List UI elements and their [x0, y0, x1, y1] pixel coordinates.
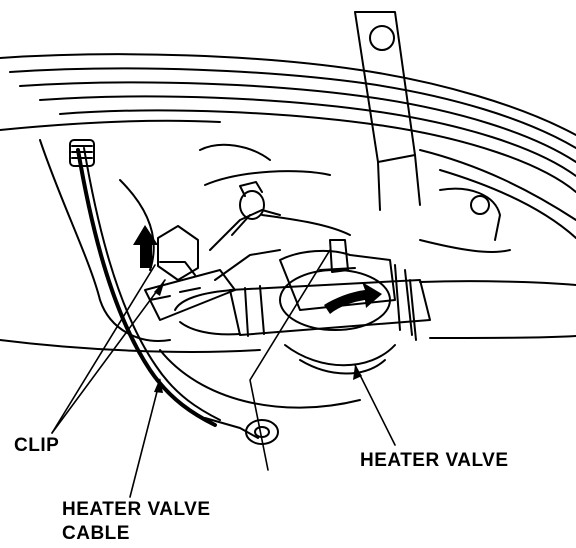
mounting-bracket [354, 11, 421, 211]
heater-valve-cable-label-line1: HEATER VALVE [62, 499, 211, 520]
heater-valve-label: HEATER VALVE [360, 450, 509, 471]
clip-assembly [144, 209, 281, 321]
heater-valve-cable-label-line2: CABLE [62, 523, 130, 544]
up-arrow-icon [133, 225, 158, 268]
leader-arrowheads [154, 280, 362, 393]
right-bracket [419, 187, 511, 253]
heater-valve-body [229, 239, 431, 375]
clip-label: CLIP [14, 435, 60, 456]
leader-lines [51, 249, 396, 498]
valve-lever [231, 181, 351, 236]
heater-hoses [174, 279, 576, 341]
firewall-lines [0, 53, 576, 239]
arrows [133, 225, 382, 393]
rotate-arrow-icon [324, 282, 382, 314]
heater-valve-cable [69, 139, 279, 445]
